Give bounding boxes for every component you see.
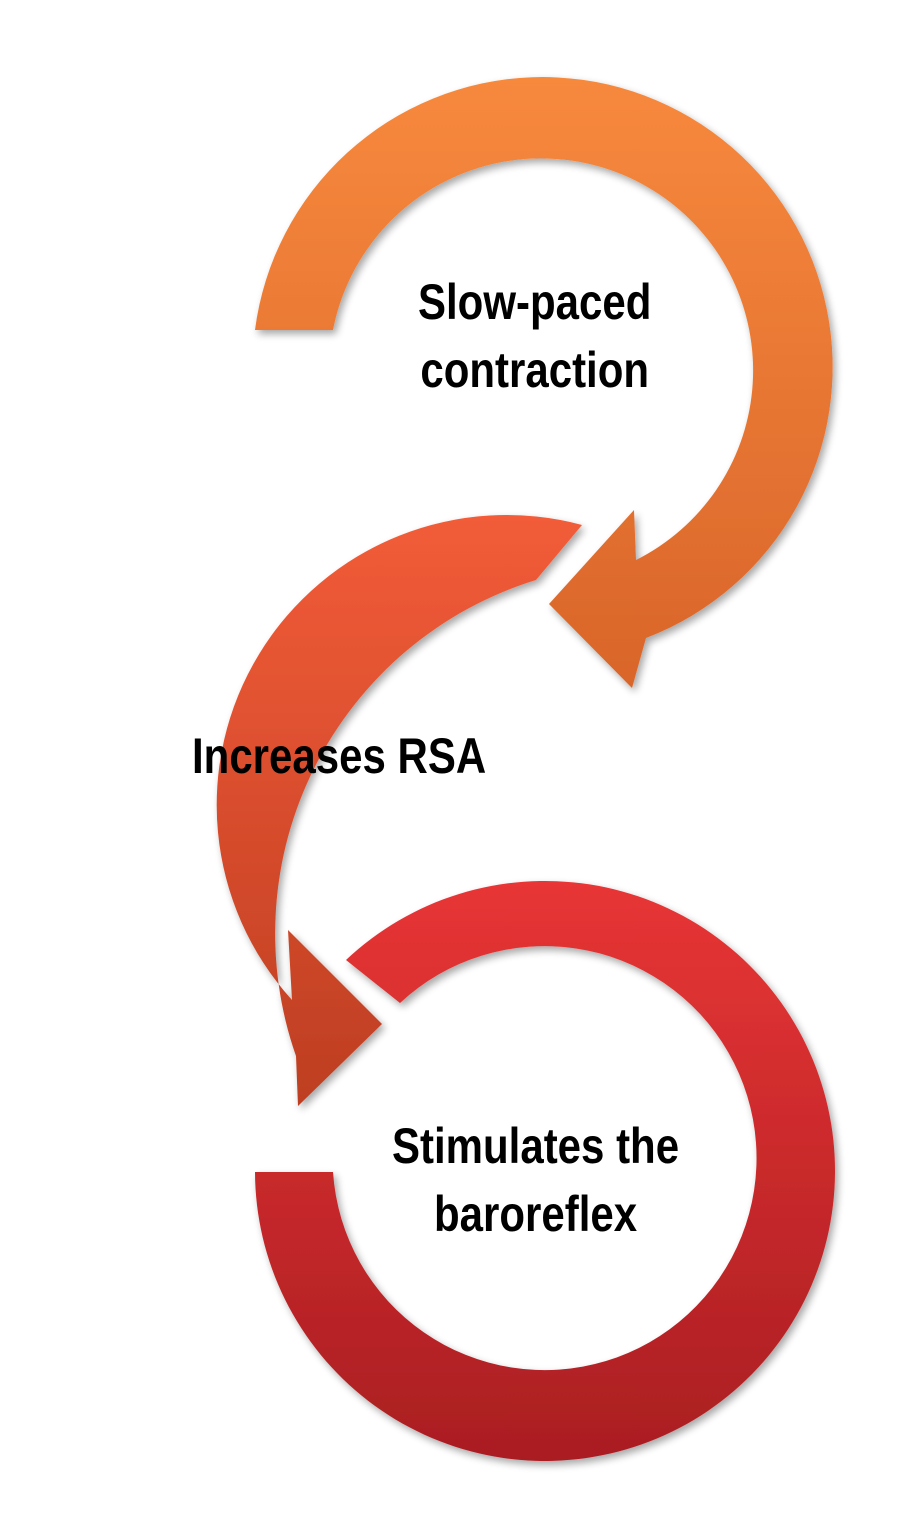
step-label-increases-rsa: Increases RSA xyxy=(192,722,486,790)
circular-arrow-3 xyxy=(255,880,835,1461)
step-label-line: baroreflex xyxy=(433,1186,638,1242)
step-label-stimulates-baroreflex: Stimulates the baroreflex xyxy=(392,1112,679,1248)
circular-arrow-2 xyxy=(216,515,583,1106)
step-label-line: Slow-paced xyxy=(418,274,652,330)
step-label-slow-paced-contraction: Slow-paced contraction xyxy=(418,268,651,404)
step-label-line: Increases RSA xyxy=(192,728,487,784)
step-label-line: contraction xyxy=(420,342,650,398)
circular-arrow-1 xyxy=(255,77,833,688)
step-label-line: Stimulates the xyxy=(392,1118,680,1174)
